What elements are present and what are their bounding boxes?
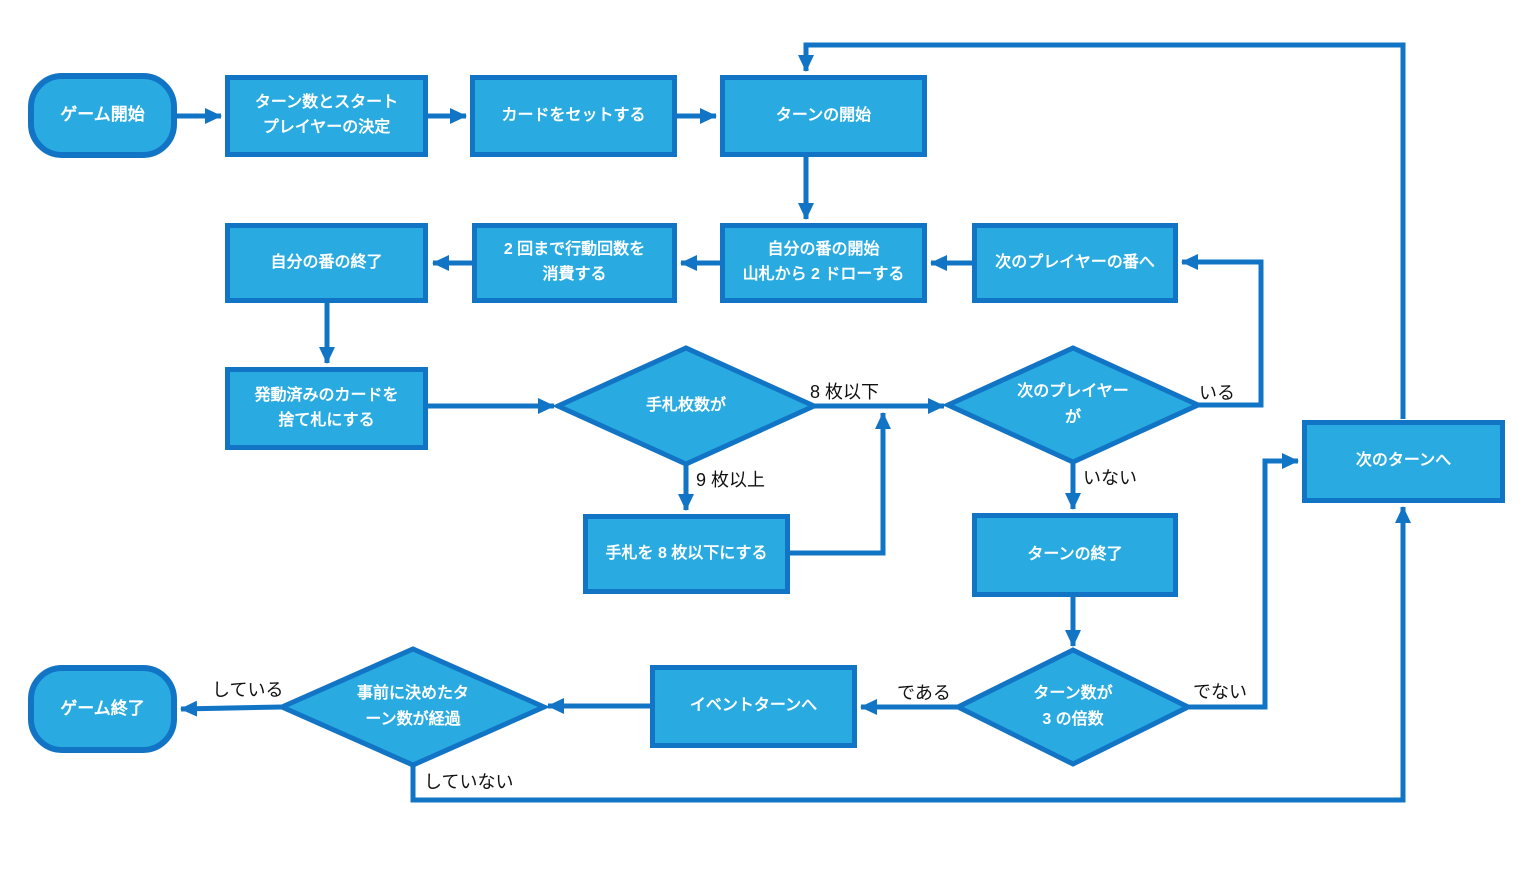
node-game-start-label: ゲーム開始	[60, 105, 145, 125]
decision-predetermined-turns-shape	[275, 646, 551, 768]
node-game-end: ゲーム終了	[28, 665, 177, 753]
edge-label-player-not-exists: いない	[1083, 468, 1137, 488]
node-set-cards: カードをセットする	[470, 75, 677, 157]
node-next-player-turn-label: 次のプレイヤーの番へ	[995, 253, 1155, 271]
node-my-turn-end-label: 自分の番の終了	[270, 253, 383, 271]
node-turn-start-label: ターンの開始	[775, 106, 872, 124]
decision-hand-count-shape	[551, 345, 821, 467]
decision-hand-count: 手札枚数が	[551, 345, 821, 467]
node-my-turn-end: 自分の番の終了	[225, 223, 428, 303]
node-my-turn-begin-label: 自分の番の開始 山札から 2 ドローする	[742, 241, 905, 283]
node-my-turn-begin: 自分の番の開始 山札から 2 ドローする	[720, 223, 927, 303]
decision-predetermined-turns-label: 事前に決めたタ ーン数が経過	[356, 685, 469, 728]
node-discard-activated: 発動済みのカードを 捨て札にする	[225, 367, 428, 450]
edge-turn-multiple-to-next-turn	[1188, 453, 1299, 710]
edge-predetermined-to-next-turn	[410, 506, 1411, 803]
node-set-cards-label: カードをセットする	[501, 106, 646, 124]
decision-predetermined-turns: 事前に決めたタ ーン数が経過	[275, 646, 551, 768]
node-game-start: ゲーム開始	[28, 73, 177, 158]
decision-turn-multiple-3: ターン数が 3 の倍数	[952, 647, 1194, 767]
decision-hand-count-label: 手札枚数が	[645, 397, 726, 415]
node-event-turn-label: イベントターンへ	[689, 697, 818, 715]
edge-label-elapsed: している	[212, 680, 284, 700]
node-discard-activated-label: 発動済みのカードを 捨て札にする	[254, 386, 399, 429]
node-decide-turns-label: ターン数とスタート プレイヤーの決定	[254, 94, 399, 136]
edge-label-is-multiple: である	[897, 683, 951, 703]
decision-turn-multiple-3-label: ターン数が 3 の倍数	[1033, 685, 1113, 728]
edge-label-not-multiple: でない	[1193, 682, 1247, 702]
node-consume-actions: 2 回まで行動回数を 消費する	[472, 223, 677, 303]
node-event-turn: イベントターンへ	[650, 665, 857, 748]
node-next-turn: 次のターンへ	[1302, 420, 1505, 503]
node-turn-end-label: ターンの終了	[1027, 545, 1123, 563]
decision-next-player: 次のプレイヤー が	[941, 345, 1205, 465]
node-turn-end: ターンの終了	[972, 513, 1178, 597]
edge-label-player-exists: いる	[1199, 383, 1235, 403]
node-decide-turns: ターン数とスタート プレイヤーの決定	[225, 75, 428, 157]
edge-label-hand-8-or-less: 8 枚以下	[810, 382, 880, 402]
edge-predetermined-to-game-end	[180, 700, 283, 717]
node-consume-actions-label: 2 回まで行動回数を 消費する	[503, 241, 646, 283]
node-game-end-label: ゲーム終了	[60, 698, 145, 718]
decision-turn-multiple-3-shape	[952, 647, 1194, 767]
node-next-player-turn: 次のプレイヤーの番へ	[972, 223, 1178, 303]
node-limit-hand-label: 手札を 8 枚以下にする	[605, 544, 768, 562]
decision-next-player-shape	[941, 345, 1205, 465]
edge-label-not-elapsed: していない	[424, 772, 514, 792]
node-next-turn-label: 次のターンへ	[1355, 452, 1452, 470]
edge-label-hand-9-or-more: 9 枚以上	[696, 470, 766, 490]
node-turn-start: ターンの開始	[720, 75, 927, 157]
node-limit-hand: 手札を 8 枚以下にする	[583, 514, 790, 594]
decision-next-player-label: 次のプレイヤー が	[1017, 383, 1129, 426]
